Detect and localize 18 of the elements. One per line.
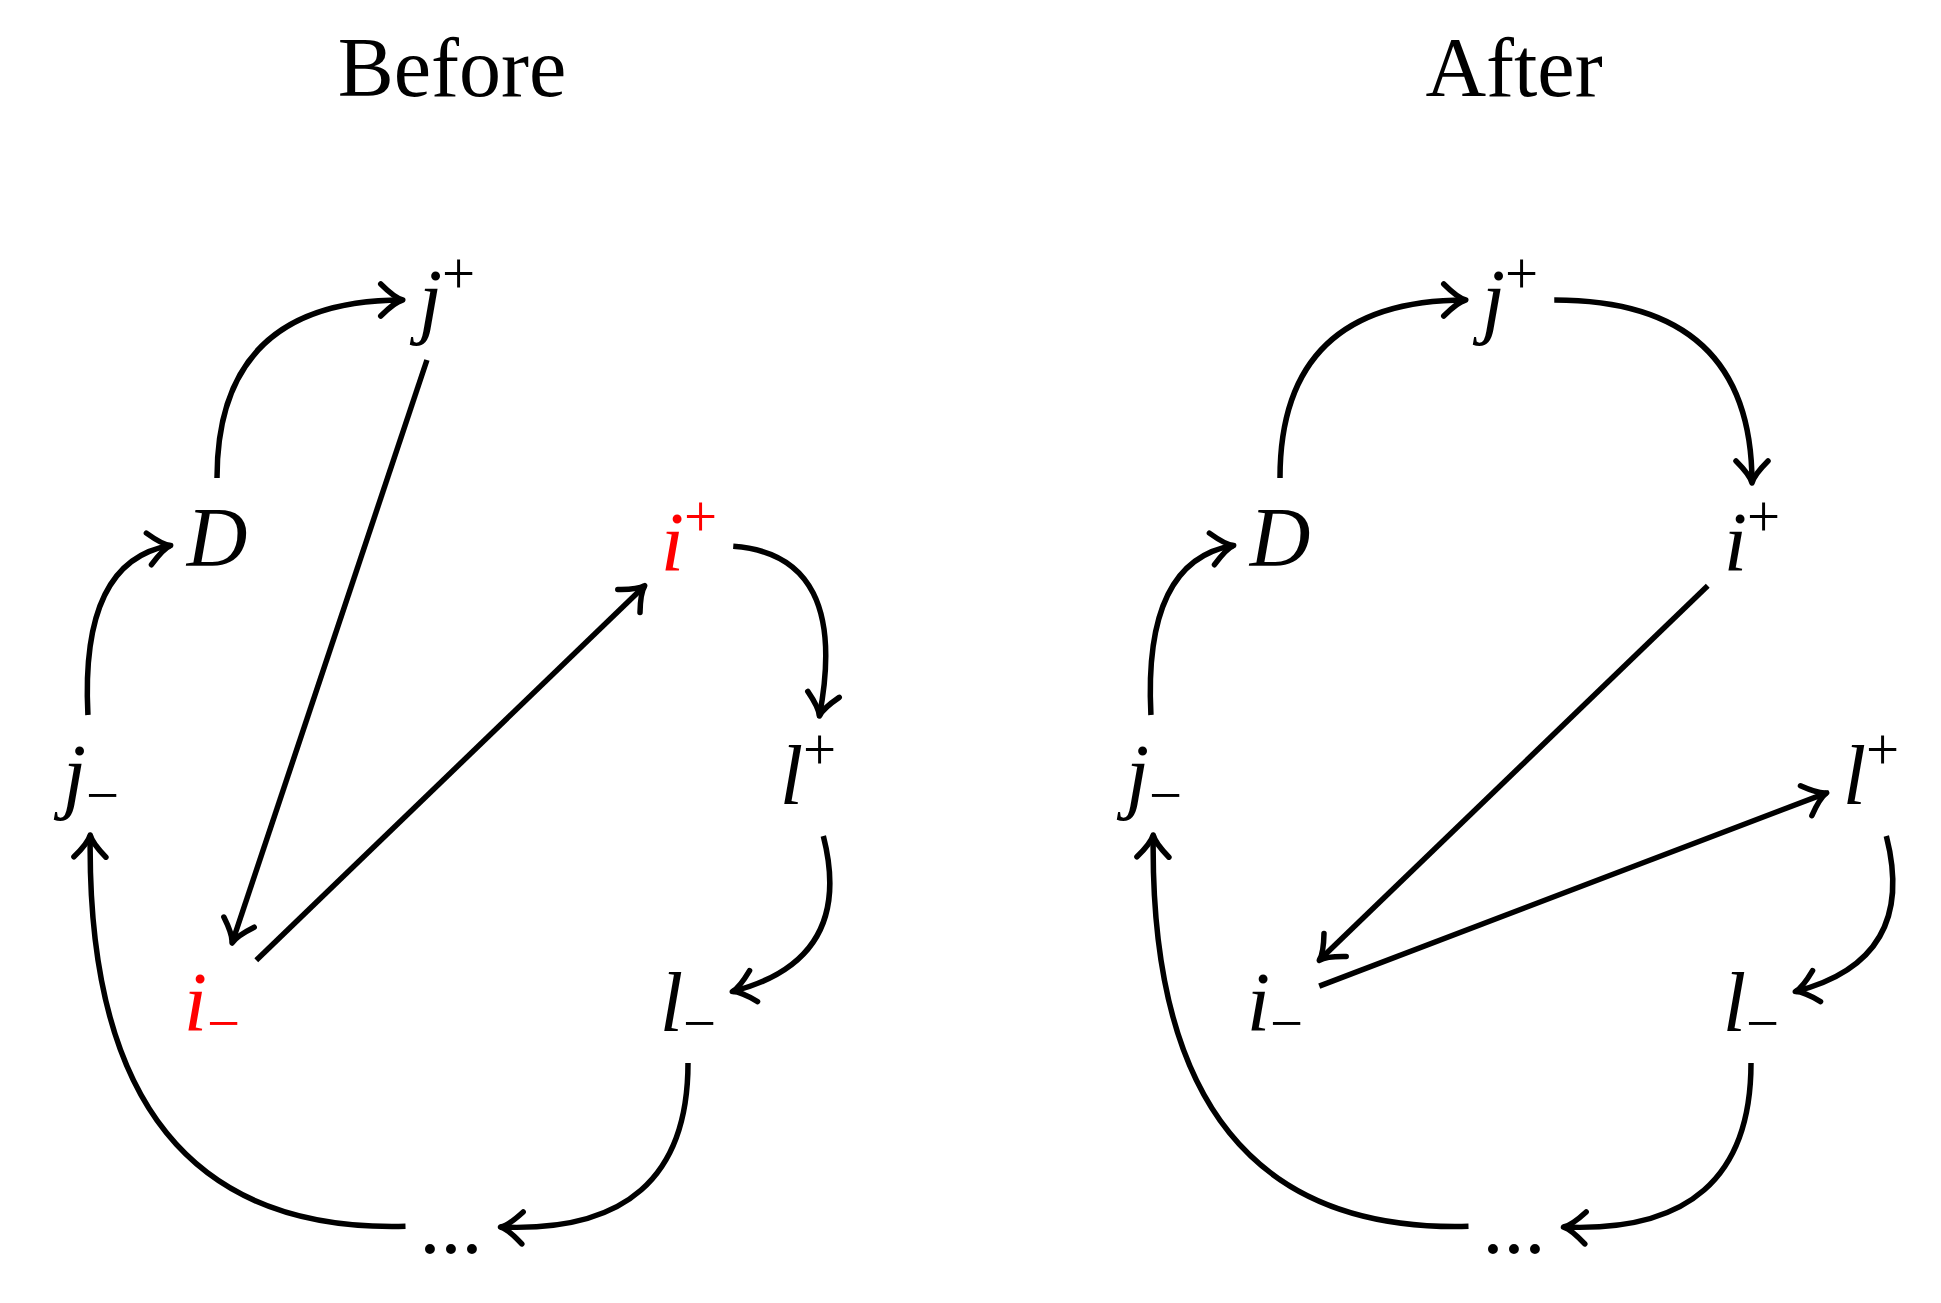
node-label: l$_{−}$	[1706, 943, 1796, 1063]
node-label: i$^{+}$	[644, 483, 734, 603]
node-label: j$^{+}$	[1465, 240, 1555, 360]
node-label: ...	[1468, 1165, 1564, 1285]
node-label: j$_{−}$	[46, 715, 136, 835]
node-label: l$^{+}$	[1826, 716, 1916, 836]
node-label: i$_{−}$	[167, 943, 257, 1063]
node-label: ...	[405, 1165, 501, 1285]
node-label: D	[1233, 478, 1327, 598]
node-label: i$_{−}$	[1230, 943, 1320, 1063]
node-label: D	[170, 478, 264, 598]
node-label: i$^{+}$	[1707, 483, 1797, 603]
panel-title: Before	[337, 26, 567, 110]
node-label: j$^{+}$	[402, 240, 492, 360]
panel-title: After	[1425, 26, 1603, 110]
node-label: j$_{−}$	[1109, 715, 1199, 835]
node-label: l$_{−}$	[643, 943, 733, 1063]
node-label: l$^{+}$	[763, 716, 853, 836]
